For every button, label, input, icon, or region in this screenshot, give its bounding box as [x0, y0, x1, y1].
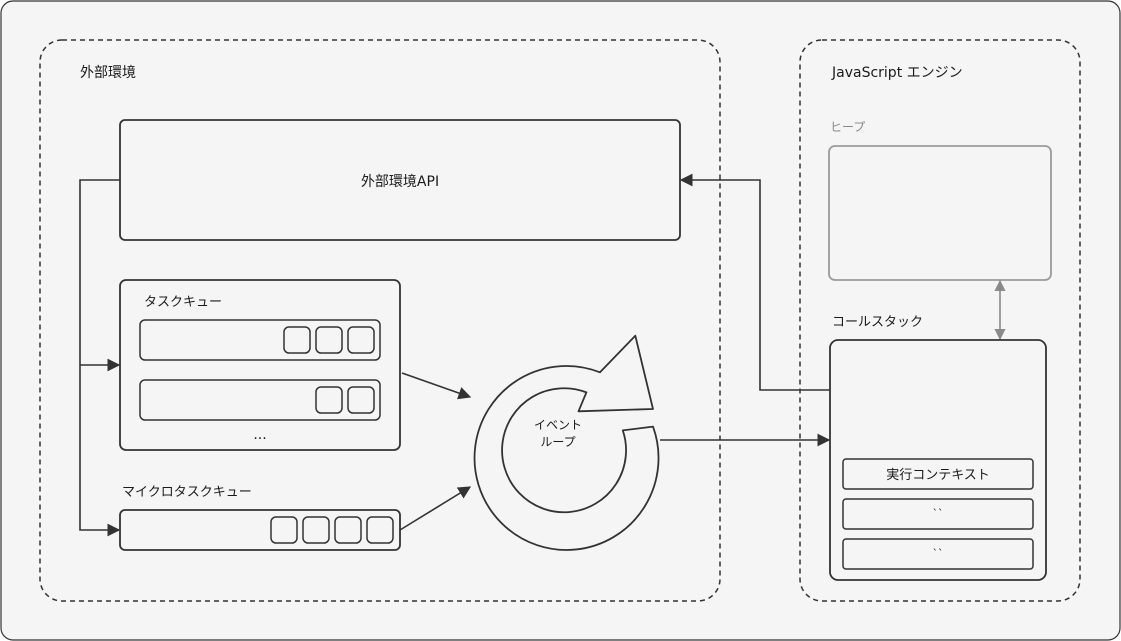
api-to-microtask-connector	[79, 179, 121, 537]
microtask-to-eventloop-arrow	[399, 486, 472, 531]
microtask-item	[302, 516, 330, 544]
stack-frame	[842, 498, 1034, 530]
task-item	[315, 386, 343, 414]
callstack-to-api-arrow	[679, 173, 830, 391]
js-engine-title: JavaScript エンジン	[831, 65, 963, 81]
microtask-item	[270, 516, 298, 544]
task-item	[315, 326, 343, 354]
stack-frame-label: 実行コンテキスト	[886, 467, 990, 483]
task-queue-title: タスクキュー	[144, 295, 222, 310]
heap-label: ヒープ	[830, 120, 865, 134]
task-queue-row	[139, 319, 381, 361]
external-api-label: 外部環境API	[361, 174, 439, 190]
event-loop-label-line1: イベント	[534, 418, 582, 432]
task-item	[347, 326, 375, 354]
stack-frame	[842, 538, 1034, 570]
external-environment-title: 外部環境	[80, 65, 136, 81]
taskqueue-to-eventloop-arrow	[401, 372, 472, 400]
callstack-label: コールスタック	[832, 315, 923, 330]
stack-frame-label: ``	[933, 507, 944, 520]
microtask-item	[334, 516, 362, 544]
js-engine-group	[799, 39, 1081, 602]
task-queue-more: ...	[253, 427, 266, 443]
event-loop-label-line2: ループ	[540, 435, 575, 449]
task-queue-row	[139, 379, 381, 421]
stack-frame-label: ``	[933, 547, 944, 560]
external-environment-group	[39, 39, 721, 602]
heap-box	[828, 145, 1052, 281]
event-loop-icon	[473, 334, 660, 551]
stack-frame	[842, 458, 1034, 490]
microtask-item	[366, 516, 394, 544]
task-item	[347, 386, 375, 414]
microtask-queue-title: マイクロタスクキュー	[122, 485, 252, 500]
task-item	[283, 326, 311, 354]
